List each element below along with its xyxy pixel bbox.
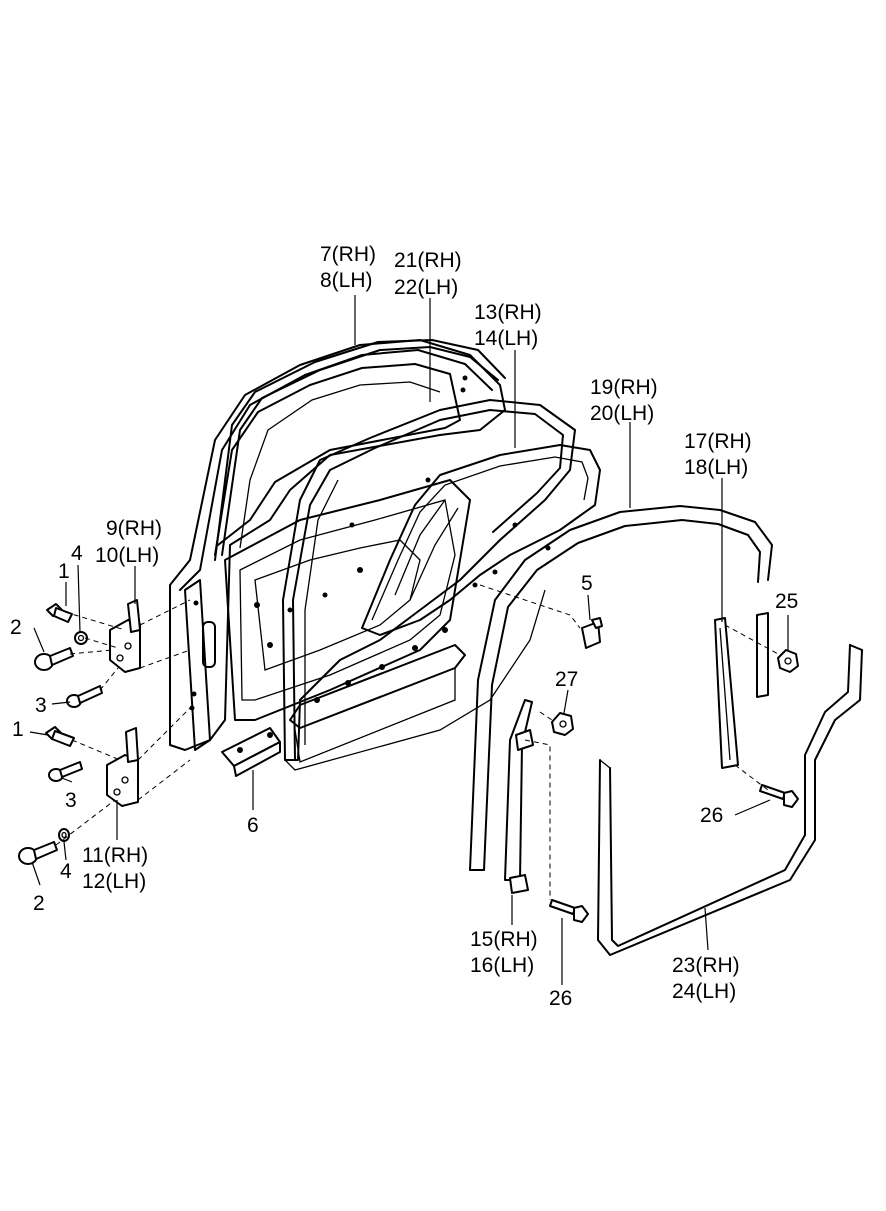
label-8-lh: 8(LH) [320,269,373,292]
label-10-lh: 10(LH) [95,544,159,567]
body-weatherstrip-lower [597,644,863,956]
glass-run-channel [469,505,773,871]
label-3-upper: 3 [35,694,47,717]
label-16-lh: 16(LH) [470,954,534,977]
hinge-upper [109,599,141,673]
bolt-part-26-front [549,899,589,923]
door-sash-seal [282,399,576,771]
label-24-lh: 24(LH) [672,980,736,1003]
bolt-part-1-upper [46,603,73,623]
label-5: 5 [581,572,593,595]
bolt-part-26-rear [759,784,799,808]
label-26-front: 26 [549,987,572,1010]
hinge-lower [106,727,139,807]
leader-lines [29,295,789,985]
label-22-lh: 22(LH) [394,276,458,299]
label-18-lh: 18(LH) [684,456,748,479]
door-belt-strip [289,627,466,763]
rear-channel-part-17 [714,612,769,769]
label-1-upper: 1 [58,560,70,583]
label-25: 25 [775,590,798,613]
clip-part-5 [581,617,603,649]
label-4-upper: 4 [71,542,83,565]
label-13-rh: 13(RH) [474,301,542,324]
washer-part-4-upper [74,631,88,645]
label-27: 27 [555,668,578,691]
nut-part-27 [551,712,574,736]
assembly-dashed-lines [55,584,781,900]
label-19-rh: 19(RH) [590,376,658,399]
label-1-lower: 1 [12,718,24,741]
front-channel-part-15 [504,699,534,894]
label-9-rh: 9(RH) [106,517,162,540]
label-2-upper: 2 [10,616,22,639]
label-4-lower: 4 [60,860,72,883]
bolt-part-1-lower [45,726,75,747]
label-6: 6 [247,814,259,837]
label-3-lower: 3 [65,789,77,812]
washer-part-4-lower [58,828,70,842]
door-weatherstrip-outer [214,339,506,561]
door-shell [169,339,506,751]
label-2-lower: 2 [33,892,45,915]
label-23-rh: 23(RH) [672,954,740,977]
label-12-lh: 12(LH) [82,870,146,893]
label-7-rh: 7(RH) [320,243,376,266]
nut-part-25 [777,649,799,673]
label-15-rh: 15(RH) [470,928,538,951]
label-26-rear: 26 [700,804,723,827]
bolt-part-2-lower [18,841,58,865]
part-labels: 7(RH) 8(LH) 21(RH) 22(LH) 13(RH) 14(LH) … [10,243,798,1010]
bolt-part-2-upper [34,647,74,671]
label-11-rh: 11(RH) [82,844,148,867]
screw-part-3-upper [66,685,103,708]
door-glass [361,444,601,636]
label-14-lh: 14(LH) [474,327,538,350]
screw-part-3-lower [48,761,83,782]
label-17-rh: 17(RH) [684,430,752,453]
label-21-rh: 21(RH) [394,249,462,272]
bracket-part-6 [221,727,281,777]
label-20-lh: 20(LH) [590,402,654,425]
